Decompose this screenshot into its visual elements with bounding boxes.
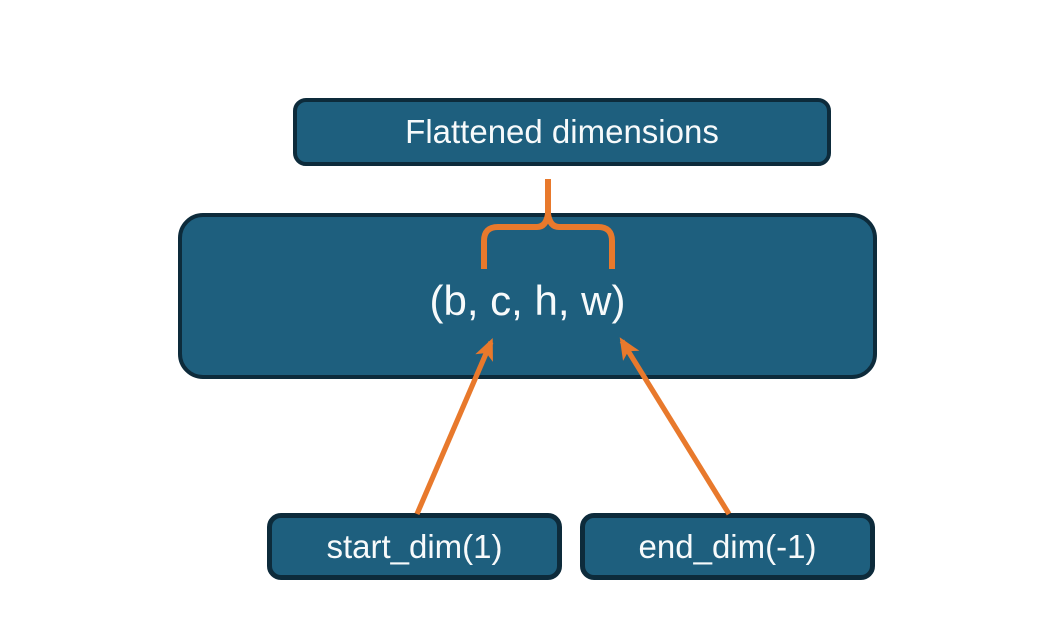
- start-dim-label: start_dim(1): [326, 527, 503, 565]
- tensor-shape-label: (b, c, h, w): [429, 277, 626, 324]
- flattened-dimensions-label: Flattened dimensions: [405, 113, 719, 150]
- start-dim-box: start_dim(1): [267, 513, 562, 580]
- end-dim-box: end_dim(-1): [580, 513, 875, 580]
- end-dim-label: end_dim(-1): [638, 527, 817, 565]
- tensor-shape-box: (b, c, h, w): [178, 213, 877, 379]
- flattened-dimensions-box: Flattened dimensions: [293, 98, 831, 166]
